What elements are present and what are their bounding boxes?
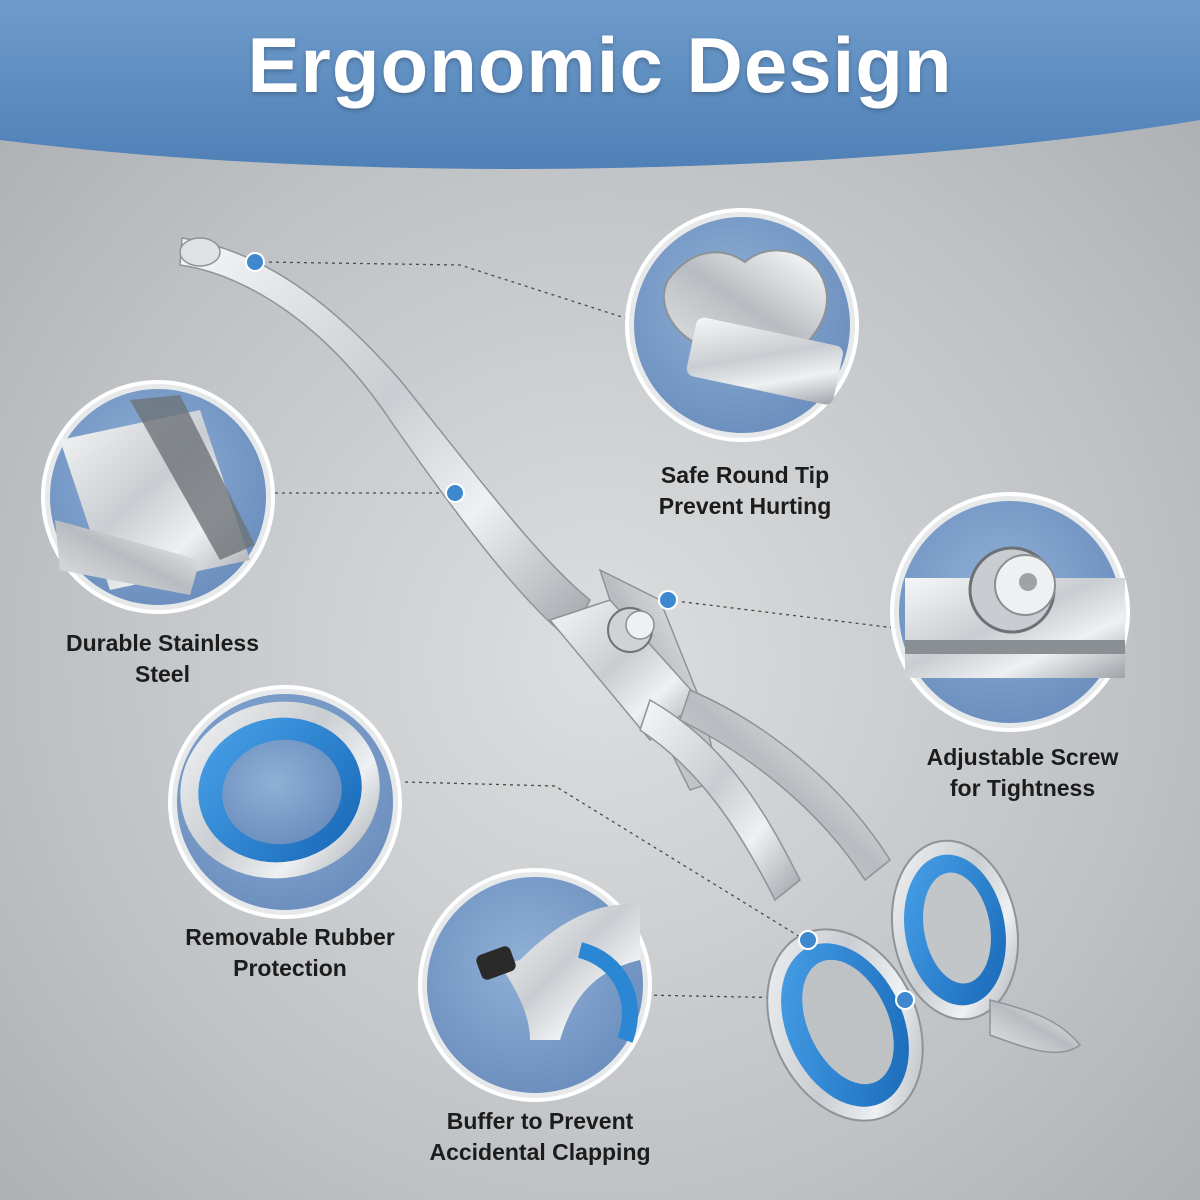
page-title: Ergonomic Design (247, 21, 953, 109)
feature-label-line: Buffer to Prevent (446, 1108, 634, 1134)
callout-stainless-steel (41, 380, 275, 614)
feature-label-line: Removable Rubber (185, 924, 395, 950)
round-tip-icon (662, 249, 844, 405)
callout-rubber-protection (168, 685, 402, 919)
feature-label-line: Safe Round Tip (660, 462, 830, 488)
feature-label-line: Prevent Hurting (658, 493, 832, 519)
leader-dots (245, 252, 915, 1010)
rubber-ring-icon (180, 701, 380, 879)
feature-label-line: Accidental Clapping (429, 1139, 651, 1165)
adjustable-screw-icon (905, 546, 1125, 678)
feature-label-buffer: Buffer to Prevent Accidental Clapping (400, 1106, 680, 1168)
leader-lines (261, 261, 906, 1001)
buffer-icon (476, 904, 640, 1043)
feature-label-round-tip: Safe Round Tip Prevent Hurting (640, 460, 850, 522)
steel-blade-icon (55, 395, 255, 595)
feature-label-line: Adjustable Screw (926, 744, 1119, 770)
feature-label-stainless-steel: Durable Stainless Steel (40, 628, 285, 690)
callout-buffer (418, 868, 652, 1102)
feature-label-rubber-protection: Removable Rubber Protection (160, 922, 420, 984)
title-banner (0, 0, 1200, 169)
scissors-icon (179, 237, 1082, 1122)
feature-label-adjustable-screw: Adjustable Screw for Tightness (905, 742, 1140, 804)
callout-adjustable-screw (890, 492, 1130, 732)
callout-round-tip (625, 208, 859, 442)
feature-label-line: for Tightness (949, 775, 1096, 801)
feature-label-line: Durable Stainless (65, 630, 260, 656)
feature-label-line: Steel (135, 661, 190, 687)
feature-label-line: Protection (233, 955, 347, 981)
